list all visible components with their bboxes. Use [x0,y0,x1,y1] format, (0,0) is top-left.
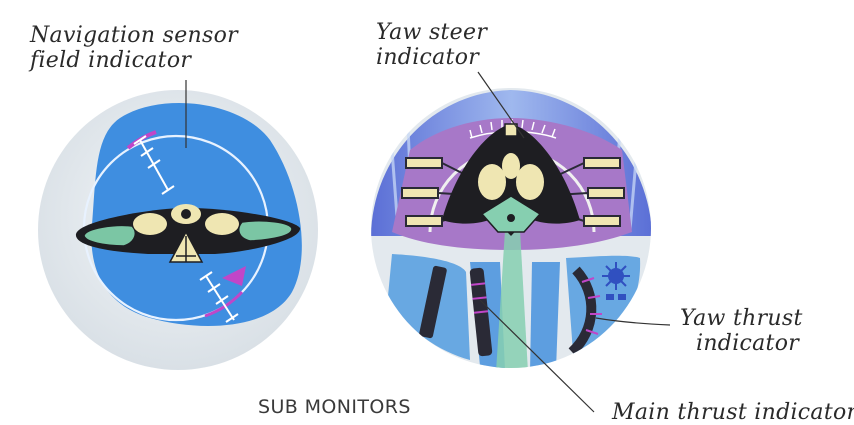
main-thrust-bar [469,267,493,357]
lower-center-right-panel [530,262,560,368]
yaw-steer-leader [477,71,525,139]
nav-sensor-label-line-1: Navigation sensor [30,23,238,48]
yaw-thrust-gauge [568,266,602,356]
sub-monitors-caption: SUB MONITORS [258,396,411,418]
main-thrust-leader [479,299,595,413]
yaw-steer-label: Yaw steer indicator [376,20,487,70]
sub-craft-icon [442,123,580,236]
main-thrust-label: Main thrust indicator [612,400,854,425]
leader-lines [185,71,671,413]
yaw-steer-label-line-2: indicator [376,45,480,70]
navigation-monitor [38,90,318,370]
field-flag-marker [222,266,246,286]
yaw-thrust-leader [595,317,671,326]
sun-status-icon [602,262,630,300]
yaw-steer-label-line-1: Yaw steer [376,20,488,45]
yaw-thrust-label-line-2: indicator [696,331,800,356]
left-thrust-bar [419,265,447,339]
sensor-tick-ladder-upper [133,135,175,195]
main-thrust-label-text: Main thrust indicator [612,400,854,425]
nav-sensor-label-line-2: field indicator [30,48,192,73]
thrust-monitor [371,88,651,368]
sensor-tick-ladder-lower [199,271,239,323]
nav-sensor-label: Navigation sensor field indicator [30,23,238,73]
nav-craft-icon [75,204,301,263]
yaw-thrust-label-line-1: Yaw thrust [680,306,803,331]
yaw-thrust-label: Yaw thrust indicator [680,306,803,356]
main-jet-exhaust [496,230,528,368]
